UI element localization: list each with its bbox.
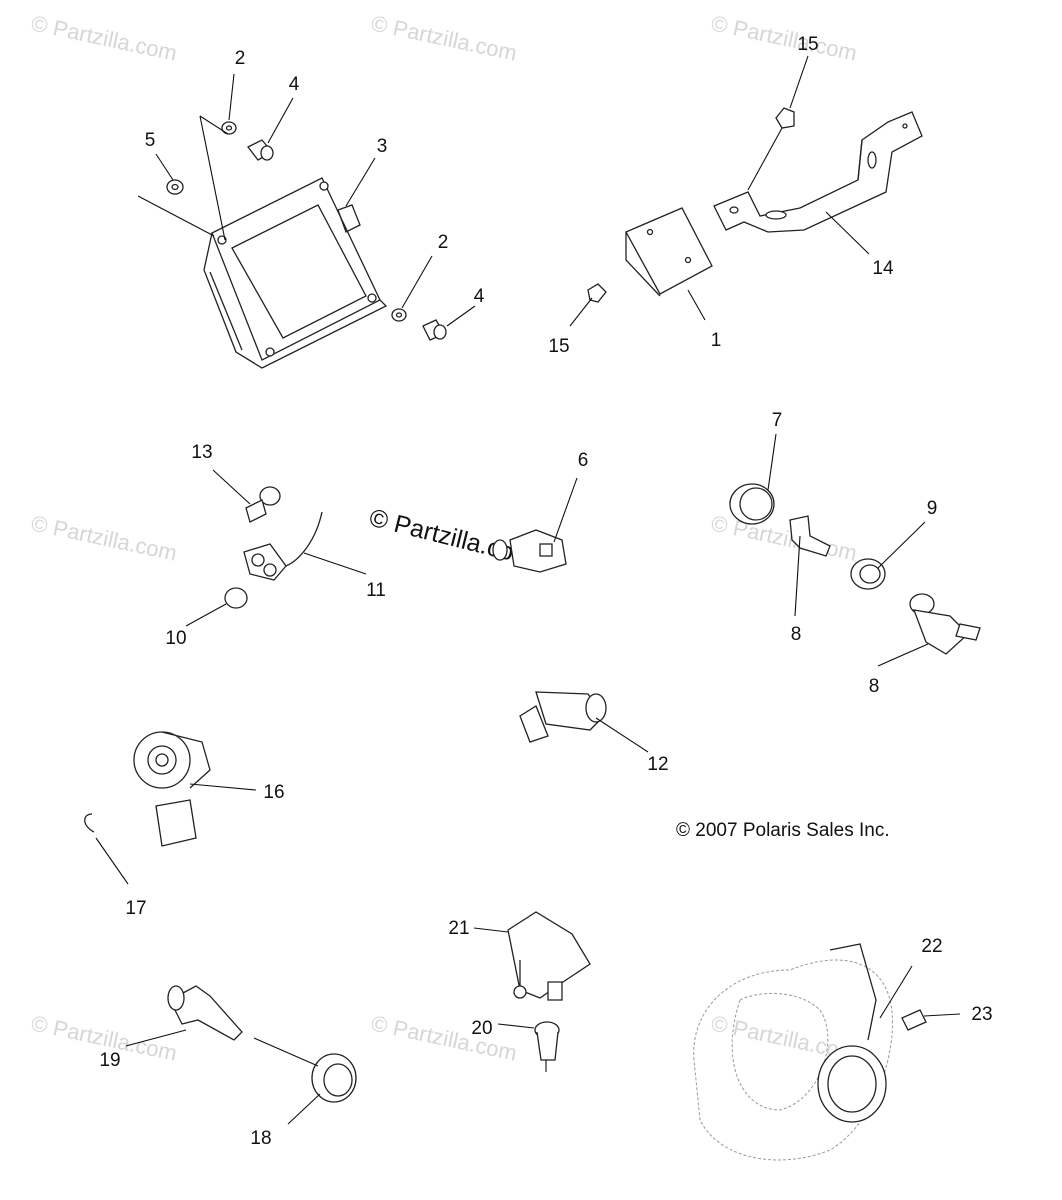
callout-label: 16 [263, 782, 284, 803]
callout-label: 19 [99, 1050, 120, 1071]
position-sensor-part [243, 511, 323, 581]
callout-label: 14 [872, 258, 894, 279]
callout-label: 8 [869, 676, 880, 697]
callout-label: 13 [191, 442, 212, 463]
plug-part [224, 587, 248, 609]
cap-part [729, 483, 775, 525]
washer-part [391, 308, 407, 322]
callout-label: 15 [797, 34, 818, 55]
watermark: © Partzilla.com [29, 510, 179, 565]
callout-label: 5 [145, 130, 156, 151]
screw-part [247, 139, 274, 161]
watermark-center: © Partzilla.com [367, 504, 537, 572]
callout-label: 22 [921, 936, 942, 957]
copyright-notice: © 2007 Polaris Sales Inc. [676, 820, 890, 841]
callout-label: 7 [772, 410, 783, 431]
callout-label: 8 [791, 624, 802, 645]
washer-part [166, 179, 184, 195]
callout-label: 23 [971, 1004, 992, 1025]
clip-part [84, 813, 95, 833]
throttle-body-part [693, 943, 893, 1161]
callout-label: 3 [377, 136, 388, 157]
callout-label: 2 [235, 48, 246, 69]
ecu-module-part [203, 177, 388, 369]
knock-sensor-part [133, 731, 211, 847]
callout-label: 10 [165, 628, 186, 649]
relay-part [625, 207, 713, 297]
fastener-part [775, 107, 795, 129]
watermark: © Partzilla.com [369, 1010, 519, 1065]
callout-label: 2 [438, 232, 449, 253]
plug-part [167, 985, 243, 1041]
watermark: © Partzilla.com [709, 510, 859, 565]
callout-label: 21 [448, 918, 469, 939]
clip-part [789, 515, 831, 557]
watermark-layer: © Partzilla.com © Partzilla.com © Partzi… [29, 10, 859, 1065]
callout-label: 17 [125, 898, 146, 919]
callout-labels: 1 2 2 3 4 4 5 6 7 8 8 9 10 11 12 13 14 1… [99, 34, 992, 1149]
fastener-part [587, 283, 607, 303]
callout-label: 18 [250, 1128, 271, 1149]
grommet-part [850, 558, 886, 590]
callout-label: 4 [289, 74, 300, 95]
bolt-part [245, 486, 281, 523]
bracket-part [713, 111, 923, 233]
callout-label: 1 [711, 330, 722, 351]
sensor-part [492, 529, 567, 573]
seal-part [311, 1053, 357, 1103]
watermark: © Partzilla.com [369, 10, 519, 65]
washer-part [221, 121, 237, 135]
sensor-part [909, 593, 981, 655]
o-ring-part [534, 1021, 560, 1061]
callout-label: 9 [927, 498, 938, 519]
watermark: © Partzilla.com [29, 10, 179, 65]
leader-lines [95, 55, 961, 1125]
callout-label: 15 [548, 336, 569, 357]
callout-label: 4 [474, 286, 485, 307]
screw-part [422, 319, 447, 341]
screw-part [901, 1009, 927, 1031]
map-sensor-part [507, 911, 591, 1001]
callout-label: 20 [471, 1018, 492, 1039]
callout-label: 12 [647, 754, 668, 775]
temp-sensor-part [519, 691, 607, 743]
callout-label: 6 [578, 450, 589, 471]
callout-label: 11 [366, 580, 386, 601]
watermark: © Partzilla.com [709, 10, 859, 65]
